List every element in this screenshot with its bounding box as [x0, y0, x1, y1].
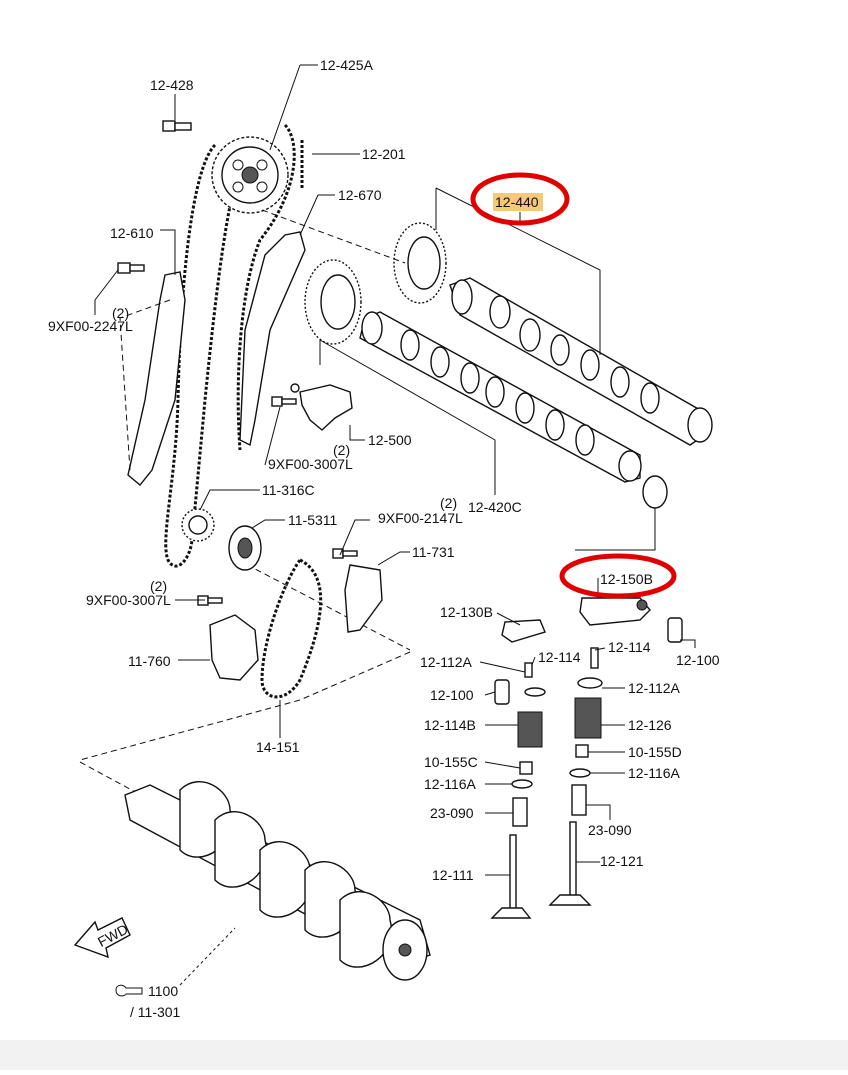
label-12-610: 12-610	[110, 225, 154, 241]
tensioner-11-760	[209, 614, 259, 681]
label-12-121: 12-121	[600, 853, 644, 869]
crankshaft-pointer	[179, 927, 236, 986]
label-11-316C: 11-316C	[262, 482, 315, 498]
label-12-126: 12-126	[628, 717, 672, 733]
label-12-500: 12-500	[368, 432, 412, 448]
lifter-12-100-left	[494, 679, 510, 705]
reference-callout: 1100 / 11-301	[115, 983, 181, 1020]
bracket-seal	[575, 508, 656, 551]
label-12-100-left: 12-100	[430, 687, 474, 703]
label-10-155D: 10-155D	[628, 744, 682, 760]
tensioner-12-500	[299, 384, 353, 431]
label-12-440: 12-440	[495, 194, 539, 210]
reference-sub: / 11-301	[130, 1004, 181, 1020]
lifter-12-100-right	[667, 617, 683, 643]
lash-adjuster-12-114-right	[590, 647, 599, 669]
label-12-201: 12-201	[362, 146, 406, 162]
label-11-5311: 11-5311	[288, 512, 338, 528]
bolt-12-428	[162, 120, 192, 132]
chain-guide-11-731	[344, 564, 383, 633]
label-qty-2147: (2)	[440, 495, 457, 511]
valve-spring-12-126	[574, 697, 602, 739]
label-12-100-right: 12-100	[676, 652, 720, 668]
label-12-114B: 12-114B	[424, 717, 476, 733]
label-23-090-left: 23-090	[430, 805, 474, 821]
fwd-arrow-icon: FWD	[73, 917, 131, 959]
bracket-12-420C	[319, 339, 496, 495]
label-9XF00-2247L: 9XF00-2247L	[48, 318, 133, 334]
bolt-9XF00-2247L	[117, 262, 145, 274]
label-12-420C: 12-420C	[468, 499, 522, 515]
valve-guide-23-090-right	[571, 784, 587, 816]
label-12-670: 12-670	[338, 187, 382, 203]
leader-lines	[94, 64, 696, 876]
label-23-090-right: 23-090	[588, 822, 632, 838]
valve-shim-12-112A-right	[577, 677, 603, 689]
label-qty-2247: (2)	[112, 305, 129, 321]
camshaft-12-440	[449, 277, 713, 446]
guide-dash-1	[261, 209, 406, 264]
cam-sprocket-12-425A	[211, 136, 289, 214]
label-12-150B: 12-150B	[600, 571, 653, 587]
bolt-9XF00-3007L-upper	[271, 396, 297, 407]
sprocket-11-5311	[228, 525, 262, 571]
label-12-112A-left: 12-112A	[420, 654, 473, 670]
red-circle-12-440	[470, 172, 570, 226]
bottom-strip	[0, 1040, 848, 1070]
label-12-114-b: 12-114	[538, 649, 581, 665]
rocker-arm-12-130B	[501, 619, 546, 643]
upper-timing-chain-inner	[236, 123, 296, 451]
camshaft-12-420C	[359, 311, 642, 483]
valve-12-111	[490, 834, 532, 919]
label-12-425A: 12-425A	[320, 57, 374, 73]
label-9XF00-3007L-a: 9XF00-3007L	[268, 456, 353, 472]
label-12-112A-right: 12-112A	[628, 680, 681, 696]
valve-guide-23-090-left	[512, 797, 528, 827]
label-9XF00-2147L: 9XF00-2147L	[378, 510, 463, 526]
guide-dash-5	[79, 761, 151, 801]
label-11-731: 11-731	[412, 544, 455, 560]
valve-shim-12-112A-left	[524, 687, 546, 697]
label-12-428: 12-428	[150, 77, 194, 93]
label-12-114-a: 12-114	[608, 639, 651, 655]
label-qty-3007-b: (2)	[150, 578, 167, 594]
label-14-151: 14-151	[256, 739, 300, 755]
reference-hand-icon	[115, 984, 143, 997]
spring-seat-12-116A-right	[569, 768, 591, 778]
label-12-116A-right: 12-116A	[628, 765, 681, 781]
sprocket-11-316C	[181, 508, 215, 542]
reference-number: 1100	[148, 983, 178, 999]
valve-12-121	[548, 821, 592, 906]
label-11-760: 11-760	[128, 653, 171, 669]
red-circle-12-150B	[559, 553, 677, 599]
valve-seal-10-155C	[519, 761, 533, 775]
label-9XF00-3007L-b: 9XF00-3007L	[86, 592, 171, 608]
rocker-arm-12-150B	[579, 597, 651, 626]
bolt-9XF00-2147L	[332, 548, 358, 559]
lower-chain-14-151	[260, 558, 323, 699]
label-12-116A-left: 12-116A	[424, 776, 477, 792]
label-qty-3007-a: (2)	[333, 442, 350, 458]
label-10-155C: 10-155C	[424, 754, 478, 770]
label-12-130B: 12-130B	[440, 604, 493, 620]
chain-guide-12-670	[239, 231, 306, 447]
lash-adjuster-12-112A-left	[524, 662, 533, 678]
tensioner-bolt-head	[290, 383, 300, 393]
crankshaft-1100	[124, 781, 431, 981]
guide-dash-4	[79, 651, 411, 761]
guide-dash-3	[237, 559, 411, 651]
cam-gear-12-420C	[304, 259, 362, 345]
tensioner-arm-12-610	[127, 271, 186, 486]
guide-dash-2	[119, 299, 171, 471]
valve-spring-12-114B	[517, 711, 543, 748]
cam-seal-ring	[642, 475, 668, 509]
label-highlight-12-440	[493, 193, 543, 211]
valve-seal-10-155D	[575, 744, 589, 758]
cam-gear-12-440	[393, 222, 447, 304]
spring-seat-12-116A-left	[511, 779, 533, 789]
label-12-111: 12-111	[432, 867, 474, 883]
